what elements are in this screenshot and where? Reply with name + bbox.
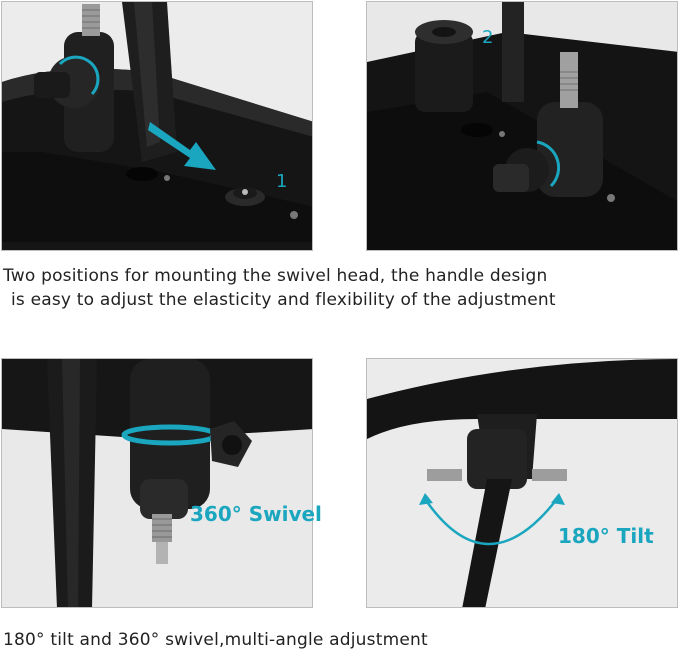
position-1-label: 1 — [276, 171, 288, 192]
caption-line-2: is easy to adjust the elasticity and fle… — [11, 290, 556, 310]
position-2-label: 2 — [482, 27, 494, 48]
photo-mount-position-2 — [366, 1, 678, 251]
swivel-label: 360° Swivel — [190, 502, 322, 526]
caption-line-3: 180° tilt and 360° swivel,multi-angle ad… — [3, 630, 428, 650]
photo-mount-position-1 — [1, 1, 313, 251]
caption-line-1: Two positions for mounting the swivel he… — [3, 266, 548, 286]
photo-tilt-view — [366, 358, 678, 608]
tilt-label: 180° Tilt — [558, 524, 654, 548]
photo-swivel-view — [1, 358, 313, 608]
